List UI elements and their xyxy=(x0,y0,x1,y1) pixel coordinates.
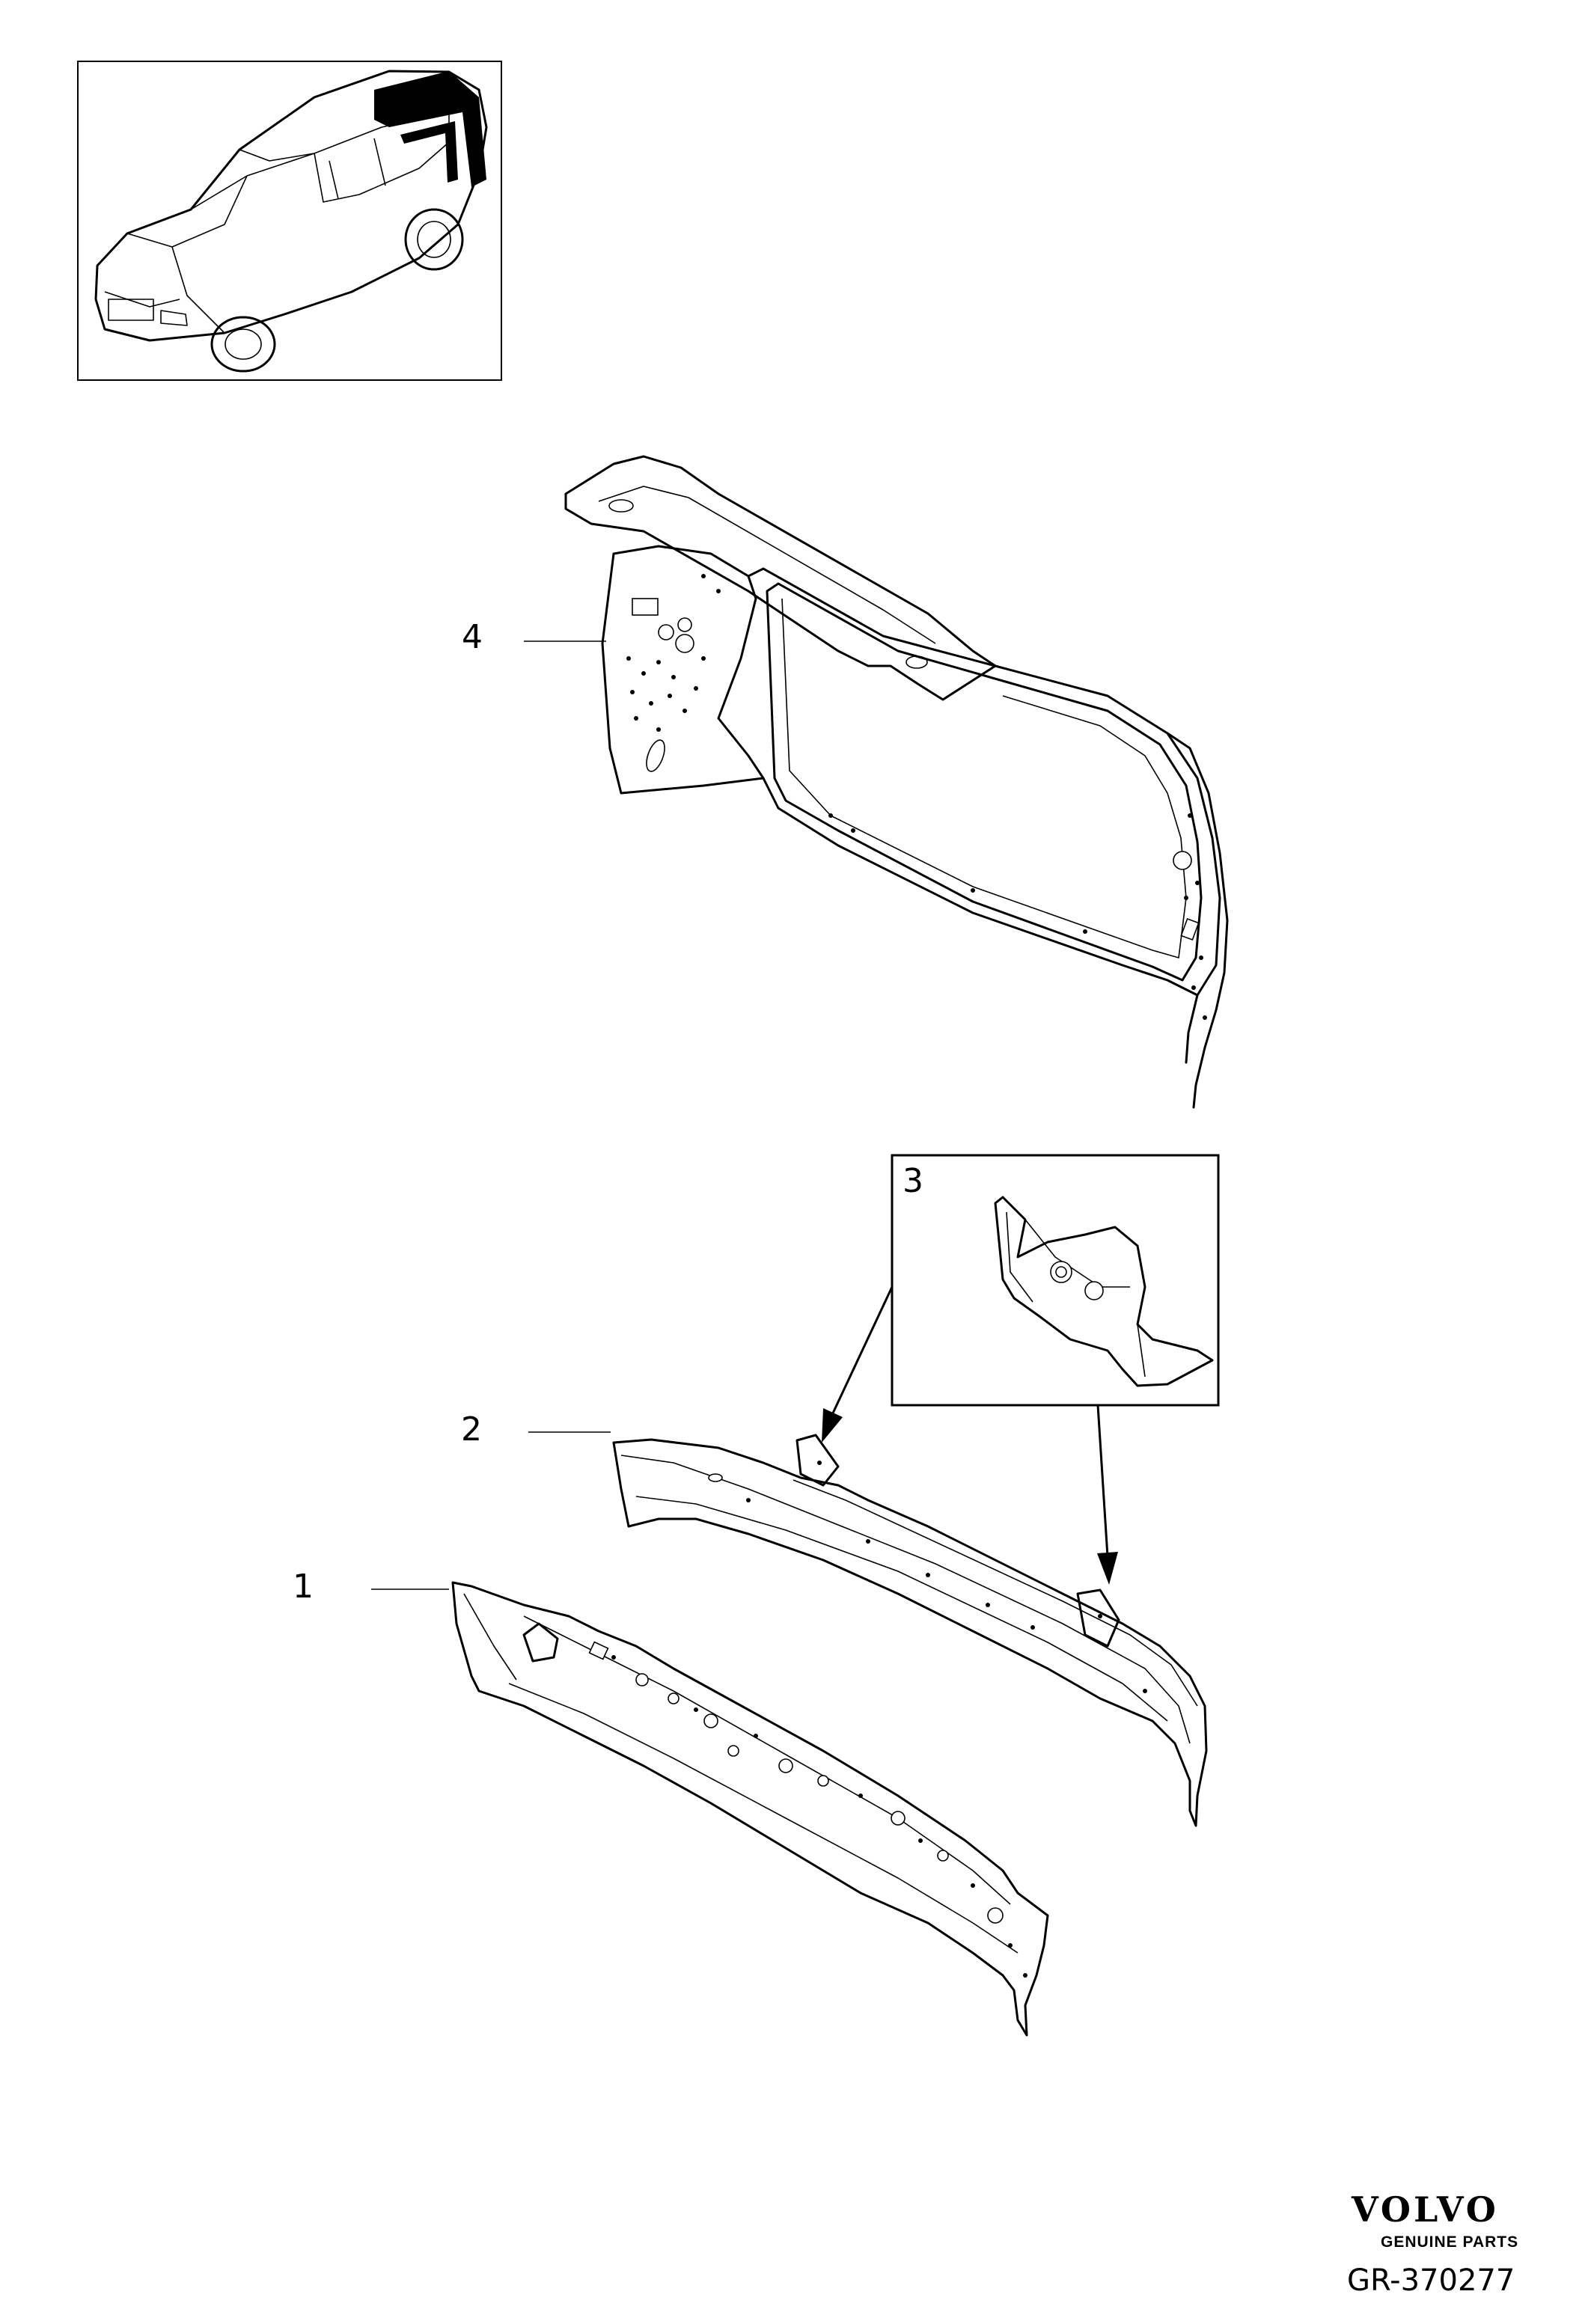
callout-2: 2 xyxy=(461,1410,482,1449)
callout-4: 4 xyxy=(462,618,483,656)
drawing-number: GR-370277 xyxy=(1347,2263,1515,2298)
part-4-tailgate-opening-frame xyxy=(524,455,1229,1109)
callout-1: 1 xyxy=(293,1568,314,1606)
car-illustration xyxy=(94,70,488,373)
callout-3: 3 xyxy=(903,1162,923,1200)
vehicle-overview-thumbnail xyxy=(77,61,502,381)
part-1-rear-panel xyxy=(371,1581,1049,2037)
part-2-cross-member xyxy=(528,1431,1208,1827)
volvo-logo-text: VOLVO xyxy=(1352,2189,1499,2230)
genuine-parts-text: GENUINE PARTS xyxy=(1381,2233,1519,2251)
part-3-detail-inset xyxy=(822,1154,1220,1585)
part-3-bracket xyxy=(994,1196,1214,1387)
